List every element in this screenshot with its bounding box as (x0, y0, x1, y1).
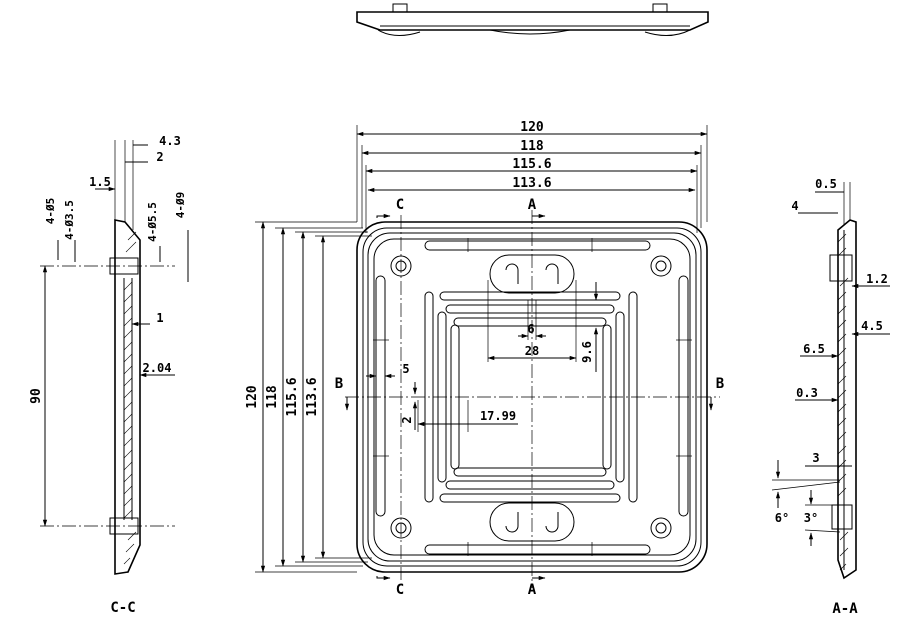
dim-v-113-6: 113.6 (305, 377, 320, 416)
aa-dim-4: 4 (791, 199, 798, 213)
vertical-dims: 120 118 115.6 113.6 (245, 221, 372, 573)
dim-2: 2 (400, 416, 414, 423)
dim-17-99: 17.99 (480, 409, 516, 423)
dim-h-113-6: 113.6 (512, 176, 551, 191)
cc-dim-1-5: 1.5 (89, 175, 111, 189)
cc-dim-4-3: 4.3 (159, 134, 181, 148)
cc-dim-2: 2 (156, 150, 163, 164)
dim-9-6: 9.6 (580, 341, 594, 363)
section-cc-label: C-C (110, 600, 135, 616)
dim-v-120: 120 (245, 385, 260, 409)
marker-c-bottom: C (396, 582, 404, 598)
top-edge-view (356, 3, 709, 36)
cc-dim-2-04: 2.04 (143, 361, 172, 375)
aa-dim-6-5: 6.5 (803, 342, 825, 356)
marker-b-left: B (335, 376, 343, 392)
section-cc-view: 90 4.3 2 1.5 4-Ø5 4-Ø3.5 4-Ø5.5 4-Ø9 1 2… (29, 134, 189, 616)
front-view: 120 118 115.6 113.6 120 118 115.6 113.6 (245, 120, 724, 598)
cc-dim-90: 90 (29, 388, 44, 404)
cc-hole-5: 4-Ø5 (44, 198, 57, 225)
inner-dims: 28 6 9.6 5 2 17.99 (366, 280, 599, 432)
cc-hole-3-5: 4-Ø3.5 (63, 200, 76, 240)
marker-a-top: A (528, 197, 537, 213)
cc-hole-9: 4-Ø9 (174, 192, 187, 219)
inner-ribs (424, 291, 638, 503)
dim-h-115-6: 115.6 (512, 157, 551, 172)
aa-dim-1-2: 1.2 (866, 272, 888, 286)
cc-hole-5-5: 4-Ø5.5 (146, 202, 159, 242)
aa-angle-6: 6° (775, 511, 789, 525)
section-aa-label: A-A (832, 601, 858, 617)
dim-h-118: 118 (520, 139, 544, 154)
dim-v-118: 118 (265, 385, 280, 409)
dim-5: 5 (402, 362, 409, 376)
section-aa-view: 0.5 4 1.2 4.5 6.5 0.3 3 6° 3° A-A (771, 177, 890, 617)
aa-angle-3: 3° (804, 511, 818, 525)
dim-6: 6 (527, 322, 534, 336)
dim-h-120: 120 (520, 120, 544, 135)
aa-dim-4-5: 4.5 (861, 319, 883, 333)
cc-dim-1: 1 (156, 311, 163, 325)
marker-c-top: C (396, 197, 404, 213)
aa-dim-0-5: 0.5 (815, 177, 837, 191)
dim-28: 28 (525, 344, 539, 358)
marker-b-right: B (716, 376, 724, 392)
corner-holes (390, 255, 672, 539)
aa-dim-0-3: 0.3 (796, 386, 818, 400)
horizontal-dims: 120 118 115.6 113.6 (356, 120, 708, 233)
aa-dim-3: 3 (812, 451, 819, 465)
keyhole-slots (489, 254, 575, 542)
section-markers: C C A A B B (335, 197, 724, 598)
marker-a-bottom: A (528, 582, 537, 598)
dim-v-115-6: 115.6 (285, 377, 300, 416)
